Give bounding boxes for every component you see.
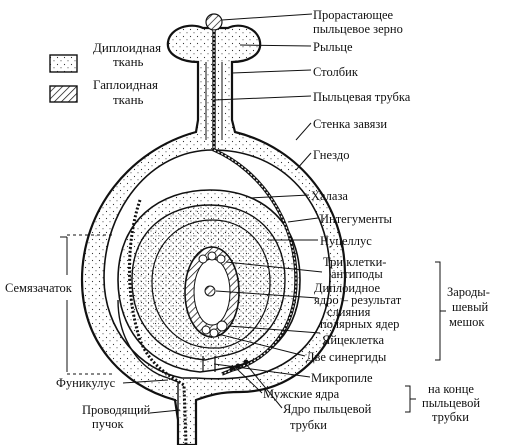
label-ovary-wall: Стенка завязи xyxy=(313,117,387,131)
vascular-bundle xyxy=(127,199,188,445)
label-diploid-nucleus-2: ядро – результат xyxy=(314,293,402,307)
synergid-cell xyxy=(209,328,219,338)
label-embryo-sac-3: мешок xyxy=(449,315,485,329)
tube-nucleus xyxy=(243,359,249,365)
label-antipodals-2: антиподы xyxy=(331,267,383,281)
label-at-tube-end: на конце xyxy=(428,382,474,396)
label-funiculus: Фуникулус xyxy=(56,376,116,390)
label-synergids: Две синергиды xyxy=(306,350,387,364)
egg-cell xyxy=(216,320,228,332)
label-tube-nucleus: Ядро пыльцевой xyxy=(283,402,372,416)
synergid-cell xyxy=(201,325,211,335)
legend-haploid-swatch xyxy=(49,85,78,103)
label-pollen-tube: Пыльцевая трубка xyxy=(313,90,411,104)
antipodal-cell xyxy=(207,251,217,261)
embryo-sac xyxy=(184,246,240,338)
label-tube-nucleus-2: трубки xyxy=(290,418,327,432)
label-style: Столбик xyxy=(313,65,359,79)
leader-lines xyxy=(60,13,446,414)
funiculus xyxy=(117,299,179,445)
label-diploid-nucleus: Диплоидное xyxy=(314,281,381,295)
legend-diploid-label: Диплоидная xyxy=(93,40,161,55)
legend-diploid-label-2: ткань xyxy=(113,54,144,69)
label-locule: Гнездо xyxy=(313,148,349,162)
antipodal-cell xyxy=(216,254,226,264)
label-pollen-grain-2: пыльцевое зерно xyxy=(313,22,403,36)
legend: Диплоидная ткань Гаплоидная ткань xyxy=(49,40,161,107)
label-vascular-bundle: Проводящий xyxy=(82,403,151,417)
legend-haploid-label-2: ткань xyxy=(113,92,144,107)
label-micropyle: Микропиле xyxy=(311,371,373,385)
label-antipodals: Три клетки- xyxy=(323,255,386,269)
label-stigma: Рыльце xyxy=(313,40,353,54)
pollen-tube-hatch xyxy=(213,30,297,375)
label-pollen-grain: Прорастающее xyxy=(313,8,394,22)
label-embryo-sac-2: шевый xyxy=(452,300,488,314)
label-embryo-sac: Зароды- xyxy=(447,285,490,299)
label-egg-cell: Яйцеклетка xyxy=(322,333,384,347)
labels: Прорастающее пыльцевое зерно Рыльце Стол… xyxy=(5,8,490,432)
label-diploid-nucleus-3: слияния xyxy=(327,305,371,319)
label-chalaza: Халаза xyxy=(311,189,348,203)
pollen-grain xyxy=(205,13,223,31)
label-vascular-bundle-2: пучок xyxy=(92,417,124,431)
diploid-nucleus xyxy=(204,285,216,297)
legend-haploid-label: Гаплоидная xyxy=(93,77,158,92)
label-at-tube-end-2: пыльцевой xyxy=(422,396,480,410)
label-nucellus: Нуцеллус xyxy=(320,234,372,248)
label-diploid-nucleus-4: полярных ядер xyxy=(320,317,399,331)
legend-diploid-swatch xyxy=(49,54,78,73)
label-ovule: Семязачаток xyxy=(5,281,73,295)
antipodal-cell xyxy=(198,254,208,264)
pollen-grain-body xyxy=(205,13,223,31)
label-integuments: Интегументы xyxy=(320,212,393,226)
ovule xyxy=(117,189,301,373)
label-male-nuclei: Мужские ядра xyxy=(263,387,340,401)
label-at-tube-end-3: трубки xyxy=(432,410,469,424)
